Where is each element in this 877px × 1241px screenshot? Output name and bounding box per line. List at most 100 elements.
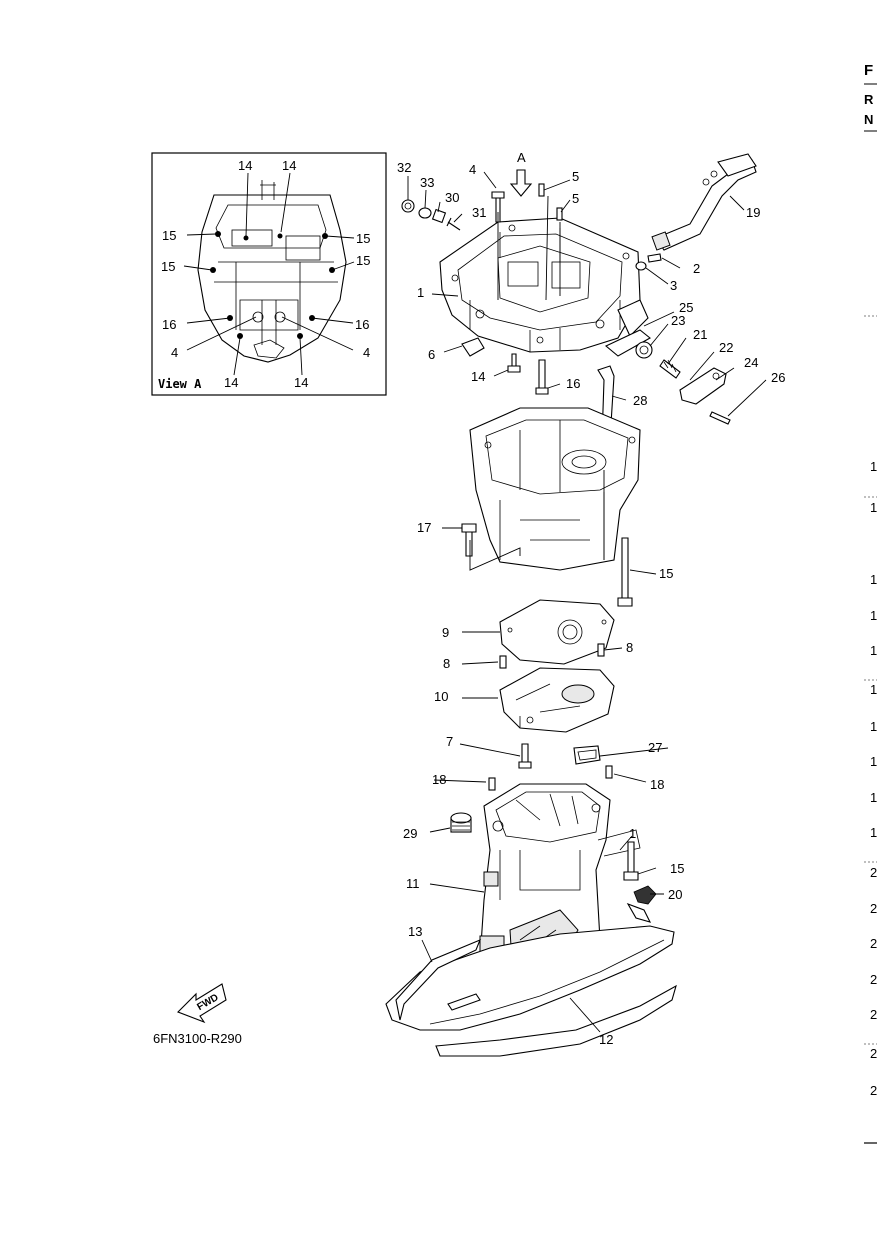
inset-callout-15b: 15 xyxy=(356,231,370,246)
inset-callout-4b: 4 xyxy=(363,345,370,360)
callout-26: 26 xyxy=(771,370,785,385)
callout-17: 17 xyxy=(417,520,431,535)
part-19-tube xyxy=(651,153,757,251)
callout-10: 10 xyxy=(434,689,448,704)
callout-18a: 18 xyxy=(432,772,446,787)
inset-callout-14a: 14 xyxy=(238,158,252,173)
callout-1: 1 xyxy=(417,285,424,300)
part-23-grommet xyxy=(635,341,653,359)
edge-num: 1 xyxy=(870,608,877,623)
edge-num: 2 xyxy=(870,1046,877,1061)
edge-num: 1 xyxy=(870,572,877,587)
inset-title: View A xyxy=(158,377,202,391)
callout-15b: 15 xyxy=(670,861,684,876)
edge-num: 2 xyxy=(870,901,877,916)
fwd-arrow: FWD xyxy=(177,983,227,1024)
callout-15a: 15 xyxy=(659,566,673,581)
view-arrow-label: A xyxy=(517,150,526,165)
callout-13: 13 xyxy=(408,924,422,939)
edge-num: 2 xyxy=(870,865,877,880)
part-15-long-bolt xyxy=(617,537,633,607)
part-8-dowel-a xyxy=(499,655,507,669)
inset-callout-15d: 15 xyxy=(356,253,370,268)
inset-callout-14b: 14 xyxy=(282,158,296,173)
part-30-nut xyxy=(431,208,447,224)
part-25-bracket xyxy=(604,329,651,357)
inset-callout-15c: 15 xyxy=(161,259,175,274)
callout-20: 20 xyxy=(668,887,682,902)
view-a-inset: 14 14 15 15 15 15 16 16 4 4 14 14 View A xyxy=(151,152,387,396)
edge-header-r: R xyxy=(864,92,874,107)
callout-31: 31 xyxy=(472,205,486,220)
edge-num: 2 xyxy=(870,1007,877,1022)
part-16-bolt xyxy=(535,359,549,395)
part-15-lower-bolt xyxy=(623,841,639,881)
callout-2: 2 xyxy=(693,261,700,276)
part-33-ring xyxy=(418,207,432,219)
edge-header-f: F xyxy=(864,62,873,79)
upper-small-parts xyxy=(401,183,563,231)
callout-25: 25 xyxy=(679,300,693,315)
callout-numbers: 32 33 30 31 4 5 5 19 2 3 1 25 23 21 22 2… xyxy=(397,160,785,1047)
part-18-dowel-a xyxy=(488,777,496,791)
callout-23: 23 xyxy=(671,313,685,328)
callout-32: 32 xyxy=(397,160,411,175)
view-arrow-a: A xyxy=(509,150,533,197)
right-edge-table: F R N 1 1 1 1 1 1 1 1 1 1 2 2 2 2 2 2 2 xyxy=(864,62,877,1144)
part-8-dowel-b xyxy=(597,643,605,657)
callout-16: 16 xyxy=(566,376,580,391)
part-29-grommet xyxy=(450,812,472,833)
edge-num: 1 xyxy=(870,825,877,840)
callout-11: 11 xyxy=(406,876,420,891)
callout-8b: 8 xyxy=(626,640,633,655)
callout-24: 24 xyxy=(744,355,758,370)
fwd-arrow-icon xyxy=(177,983,227,1024)
callout-4: 4 xyxy=(469,162,476,177)
part-20-cover xyxy=(633,885,657,905)
edge-num: 1 xyxy=(870,500,877,515)
callout-33: 33 xyxy=(420,175,434,190)
part-26-bolt xyxy=(709,411,731,425)
part-5-dowel-b xyxy=(556,207,563,221)
callout-6: 6 xyxy=(428,347,435,362)
part-2-screw xyxy=(647,253,662,263)
callout-22: 22 xyxy=(719,340,733,355)
part-5-dowel-a xyxy=(538,183,545,197)
edge-num: 1 xyxy=(870,643,877,658)
callout-8a: 8 xyxy=(443,656,450,671)
callout-29: 29 xyxy=(403,826,417,841)
inset-housing-outline xyxy=(197,194,347,363)
callout-5b: 5 xyxy=(572,191,579,206)
inset-callout-4a: 4 xyxy=(171,345,178,360)
edge-num: 1 xyxy=(870,754,877,769)
callout-18b: 18 xyxy=(650,777,664,792)
edge-header-n: N xyxy=(864,112,873,127)
part-31-screw xyxy=(446,217,461,231)
part-4-bolt xyxy=(491,191,505,223)
part-10-plate xyxy=(499,667,615,733)
callout-14: 14 xyxy=(471,369,485,384)
callout-28: 28 xyxy=(633,393,647,408)
edge-num: 2 xyxy=(870,1083,877,1098)
inset-callout-16a: 16 xyxy=(162,317,176,332)
inset-callout-14d: 14 xyxy=(294,375,308,390)
callout-12: 12 xyxy=(599,1032,613,1047)
upper-case xyxy=(439,217,641,353)
part-7-screw xyxy=(518,743,532,769)
part-3-washer xyxy=(635,261,647,271)
edge-num: 2 xyxy=(870,972,877,987)
edge-num: 1 xyxy=(870,790,877,805)
part-12-apron-lower xyxy=(435,984,677,1057)
callout-27: 27 xyxy=(648,740,662,755)
edge-num: 1 xyxy=(870,682,877,697)
part-21-spring xyxy=(659,359,681,379)
diagram-code: 6FN3100-R290 xyxy=(153,1031,242,1046)
edge-num: 1 xyxy=(870,719,877,734)
callout-21: 21 xyxy=(693,327,707,342)
part-14-bolt xyxy=(507,353,521,373)
view-arrow-icon xyxy=(509,169,533,197)
callout-1-lower: 1 xyxy=(629,826,636,841)
upper-case-assembly xyxy=(439,217,649,353)
